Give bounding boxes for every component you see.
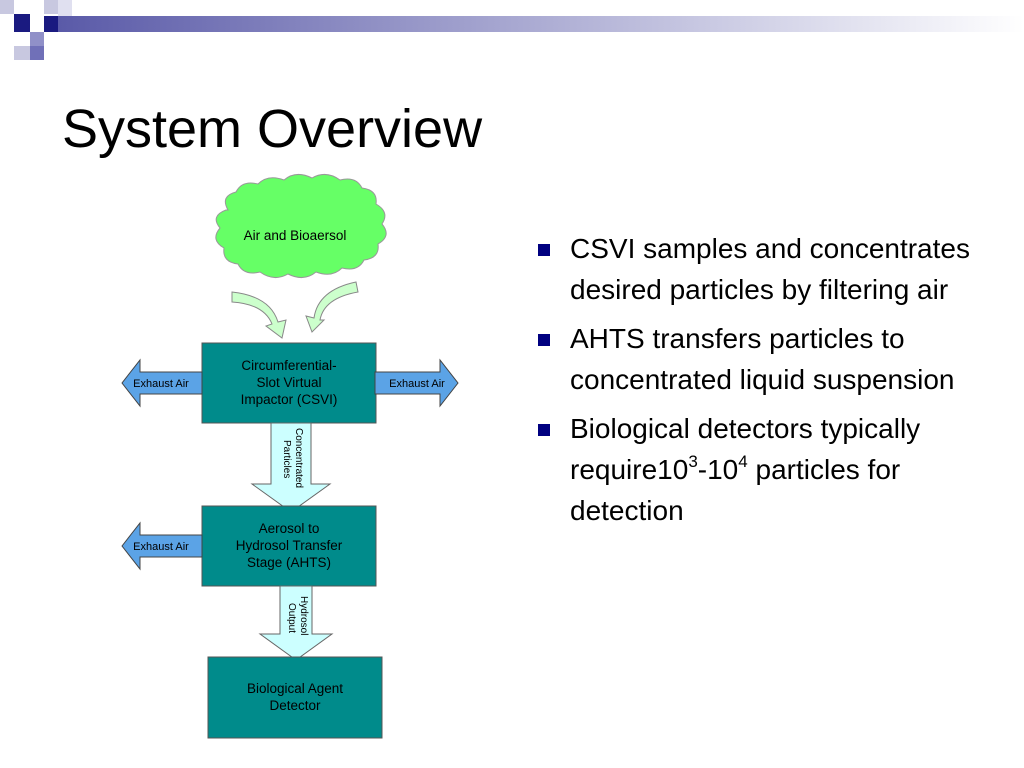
source-cloud [215, 174, 387, 278]
flow-arrow-concentrated [250, 422, 332, 513]
flow2-line2: Output [286, 603, 297, 633]
csvi-label-line3: Impactor (CSVI) [241, 392, 338, 407]
deco-square [14, 46, 30, 60]
bullet-text: CSVI samples and concentrates desired pa… [570, 233, 970, 305]
exponent: 3 [688, 451, 698, 471]
exhaust-arrow-left-bottom [121, 521, 203, 571]
exhaust-arrow-right-top [374, 358, 459, 408]
bullet-square-icon [538, 424, 550, 436]
exhaust-right-top-label: Exhaust Air [389, 378, 445, 390]
deco-square [14, 14, 30, 32]
inflow-arrow-right [305, 281, 359, 333]
bullet-square-icon [538, 244, 550, 256]
flow1-line1: Concentrated [293, 428, 304, 488]
exhaust-arrow-left-top [121, 358, 203, 408]
deco-square [0, 0, 14, 14]
bullet-text: Biological detectors typically require10… [570, 413, 920, 526]
bullet-text-part: Biological detectors typically require10 [570, 413, 921, 485]
bullet-list: CSVI samples and concentrates desired pa… [534, 228, 974, 539]
corner-decoration [0, 0, 1024, 60]
header-band [58, 16, 1024, 32]
slide-title: System Overview [62, 99, 483, 159]
ahts-label-line3: Stage (AHTS) [247, 555, 331, 570]
exhaust-left-top-label: Exhaust Air [133, 378, 189, 390]
deco-square [44, 0, 58, 14]
bullet-text: AHTS transfers particles to concentrated… [570, 323, 955, 395]
detector-label-line1: Biological Agent [247, 681, 343, 696]
flow-arrow-hydrosol [258, 585, 334, 661]
bullet-text-part: particles for detection [570, 454, 901, 526]
detector-label-line2: Detector [269, 698, 321, 713]
exponent: 4 [738, 451, 748, 471]
flow2-line1: Hydrosol [298, 596, 309, 635]
csvi-label-line2: Slot Virtual [256, 375, 321, 390]
ahts-label-line2: Hydrosol Transfer [236, 538, 343, 553]
deco-square [44, 16, 58, 32]
deco-square [30, 46, 44, 60]
inflow-arrow-left [231, 291, 287, 339]
deco-square [30, 32, 44, 46]
bullet-text-part: -10 [697, 454, 739, 485]
csvi-label-line1: Circumferential- [241, 358, 336, 373]
ahts-box [201, 505, 377, 587]
detector-box [207, 656, 383, 739]
bullet-item: CSVI samples and concentrates desired pa… [534, 228, 974, 310]
bullet-item: Biological detectors typically require10… [534, 408, 974, 531]
bullet-item: AHTS transfers particles to concentrated… [534, 318, 974, 400]
ahts-label-line1: Aerosol to [259, 521, 320, 536]
bullet-square-icon [538, 334, 550, 346]
deco-square [58, 0, 72, 16]
source-label: Air and Bioaersol [244, 228, 347, 243]
flow1-line2: Particles [281, 440, 292, 478]
exhaust-left-bottom-label: Exhaust Air [133, 541, 189, 553]
